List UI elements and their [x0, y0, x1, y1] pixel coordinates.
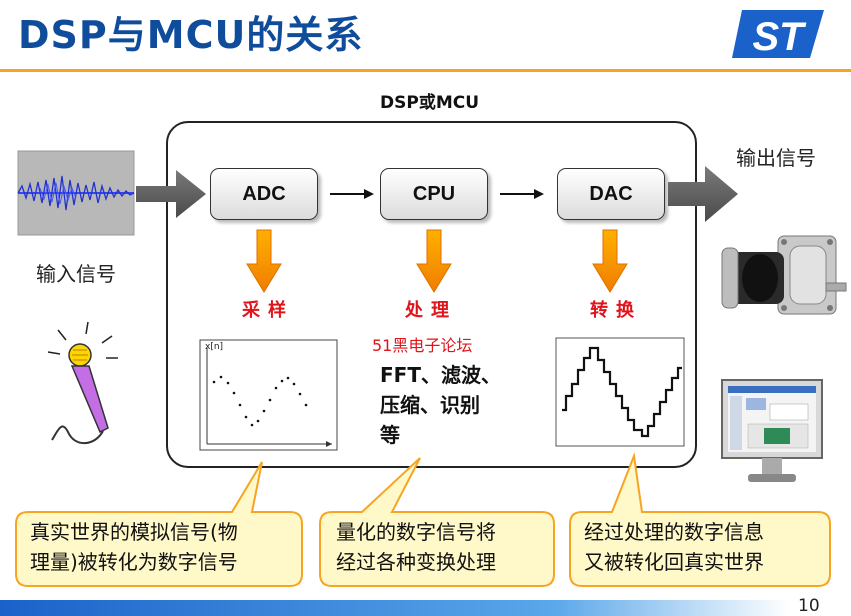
callout-middle-shape: [319, 457, 555, 587]
page-title: DSP与MCU的关系: [18, 13, 364, 57]
conversion-label: 转换: [590, 300, 642, 321]
processing-arrow: [416, 229, 452, 293]
motor-image: [721, 235, 847, 315]
title-underline: [0, 69, 851, 72]
callout-right-line-1: 经过处理的数字信息: [584, 520, 764, 544]
cpu-block: CPU: [380, 168, 488, 220]
processing-line-3: 等: [380, 423, 400, 447]
st-logo: ST: [732, 10, 824, 59]
processing-line-2: 压缩、识别: [380, 393, 480, 417]
callout-middle-line-1: 量化的数字信号将: [336, 520, 496, 544]
dac-staircase-plot: [555, 337, 685, 447]
output-arrow: [668, 166, 738, 222]
monitor-image: [721, 379, 823, 482]
processing-description: FFT、滤波、 压缩、识别 等: [380, 360, 501, 450]
callout-middle: 量化的数字信号将 经过各种变换处理: [336, 517, 496, 577]
svg-text:ST: ST: [752, 15, 807, 59]
page-number: 10: [798, 596, 820, 616]
input-waveform-image: [17, 150, 135, 236]
microphone-icon: [47, 321, 118, 445]
callout-right-shape: [569, 452, 831, 587]
sampled-signal-plot: [199, 339, 338, 451]
dac-block: DAC: [557, 168, 665, 220]
callout-left-line-2: 理量)被转化为数字信号: [30, 550, 238, 574]
callout-left: 真实世界的模拟信号(物 理量)被转化为数字信号: [30, 517, 238, 577]
callout-right: 经过处理的数字信息 又被转化回真实世界: [584, 517, 764, 577]
footer-bar: [0, 600, 790, 616]
adc-block: ADC: [210, 168, 318, 220]
adc-cpu-arrow: [330, 189, 374, 199]
input-signal-label: 输入信号: [36, 262, 116, 286]
sampling-label: 采样: [242, 300, 294, 321]
sampling-arrow: [246, 229, 282, 293]
conversion-arrow: [592, 229, 628, 293]
input-arrow: [136, 170, 206, 218]
cpu-dac-arrow: [500, 189, 544, 199]
watermark-text: 51黑电子论坛: [372, 336, 473, 355]
callout-middle-line-2: 经过各种变换处理: [336, 550, 496, 574]
callout-left-line-1: 真实世界的模拟信号(物: [30, 520, 238, 544]
plot-axis-label: x[n]: [205, 342, 224, 352]
processing-line-1: FFT、滤波、: [380, 363, 501, 387]
output-signal-label: 输出信号: [736, 146, 816, 170]
callout-left-shape: [15, 461, 303, 587]
section-label: DSP或MCU: [380, 93, 480, 113]
processing-label: 处理: [405, 300, 457, 321]
callout-right-line-2: 又被转化回真实世界: [584, 550, 764, 574]
